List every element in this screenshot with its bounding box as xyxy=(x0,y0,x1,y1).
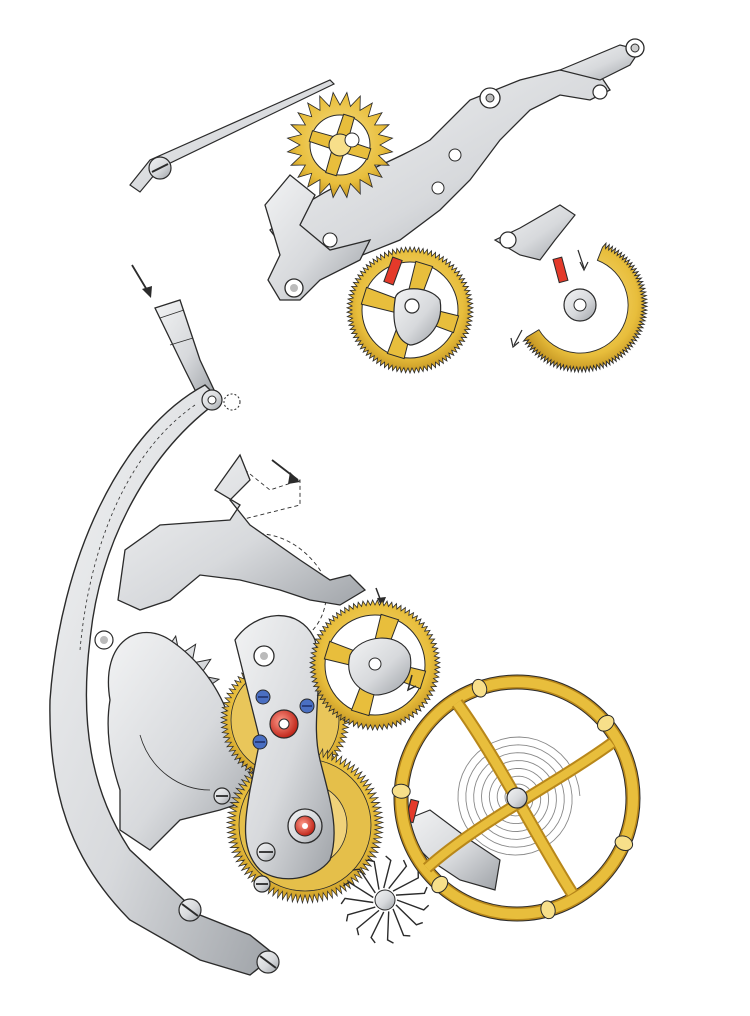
upper-star-wheel xyxy=(286,91,394,199)
screw-icon xyxy=(256,950,280,974)
balance-rim-outline xyxy=(393,674,641,922)
upper-assembly xyxy=(129,38,649,375)
screw-icon xyxy=(213,787,231,805)
arrow-icon xyxy=(513,329,523,346)
escape-tooth xyxy=(370,911,385,944)
cutaway-gold-wheel xyxy=(522,241,649,374)
winding-stem-assembly xyxy=(49,264,280,976)
arrow-icon xyxy=(288,472,300,484)
large-arc-lever xyxy=(49,384,277,976)
cutaway-lever xyxy=(493,204,576,261)
rim-screw xyxy=(614,835,634,852)
escape-tooth xyxy=(343,881,374,899)
jewel-icon xyxy=(269,709,299,739)
cut-teeth xyxy=(522,241,649,374)
main-plate xyxy=(117,453,367,611)
screw-icon xyxy=(299,698,315,714)
arrow-icon xyxy=(406,674,417,692)
screw-icon xyxy=(148,156,172,180)
pivot-hole xyxy=(573,298,587,312)
escape-tooth xyxy=(396,899,430,911)
screw-icon xyxy=(256,842,276,862)
rim-screw xyxy=(391,783,411,799)
balance-rim-outline xyxy=(407,688,627,908)
balance-wheel xyxy=(391,674,641,922)
rim-screw xyxy=(431,875,449,894)
screw-icon xyxy=(201,389,223,411)
arrow-icon xyxy=(579,261,589,272)
escape-tooth xyxy=(356,909,380,936)
pivot-hole xyxy=(322,232,338,248)
pivot-hole xyxy=(630,43,640,53)
escape-tooth xyxy=(383,855,392,889)
escape-tooth xyxy=(395,886,428,896)
pivot-hole xyxy=(344,132,360,148)
pivot-hole xyxy=(100,636,108,644)
escape-tooth xyxy=(352,868,376,894)
upper-curved-lever xyxy=(269,69,611,271)
escape-hub xyxy=(374,889,396,911)
arrow-icon xyxy=(577,249,585,269)
screw-icon xyxy=(253,875,271,893)
balance-staff xyxy=(506,787,528,809)
pivot-hole xyxy=(485,93,495,103)
pivot-hole xyxy=(260,652,268,660)
pivot-hole xyxy=(404,298,420,314)
column-wheel xyxy=(309,599,441,731)
arrow-icon xyxy=(142,286,152,298)
red-pallet xyxy=(383,256,403,286)
red-pallet xyxy=(552,256,569,284)
upper-gold-wheel xyxy=(345,245,475,375)
thin-lever xyxy=(129,79,336,193)
rim-screw xyxy=(540,900,556,920)
escape-tooth xyxy=(395,904,423,926)
upper-bridge xyxy=(264,174,372,301)
main-mechanism xyxy=(94,453,641,944)
escape-tooth xyxy=(388,859,408,890)
pivot-hole xyxy=(592,84,608,100)
pivot-hole xyxy=(290,284,298,292)
jewel-icon xyxy=(287,808,323,844)
screw-icon xyxy=(178,898,202,922)
pivot-hole xyxy=(223,393,241,411)
arrow-icon xyxy=(510,337,520,349)
pivot-hole xyxy=(448,148,462,162)
escape-tooth xyxy=(392,908,411,937)
escape-tooth xyxy=(345,906,376,922)
pivot-hole xyxy=(431,181,445,195)
rim-screw xyxy=(471,678,488,698)
screw-icon xyxy=(252,734,268,750)
escape-tooth xyxy=(392,871,419,892)
escape-wheel xyxy=(340,798,430,944)
escape-tooth xyxy=(367,858,380,890)
pivot-hole xyxy=(499,231,517,249)
winding-stem xyxy=(154,299,216,401)
pivot-hole xyxy=(368,657,382,671)
escape-tooth xyxy=(340,897,374,905)
rim-screw xyxy=(596,714,615,732)
escape-tooth xyxy=(386,911,394,944)
screw-icon xyxy=(255,689,271,705)
